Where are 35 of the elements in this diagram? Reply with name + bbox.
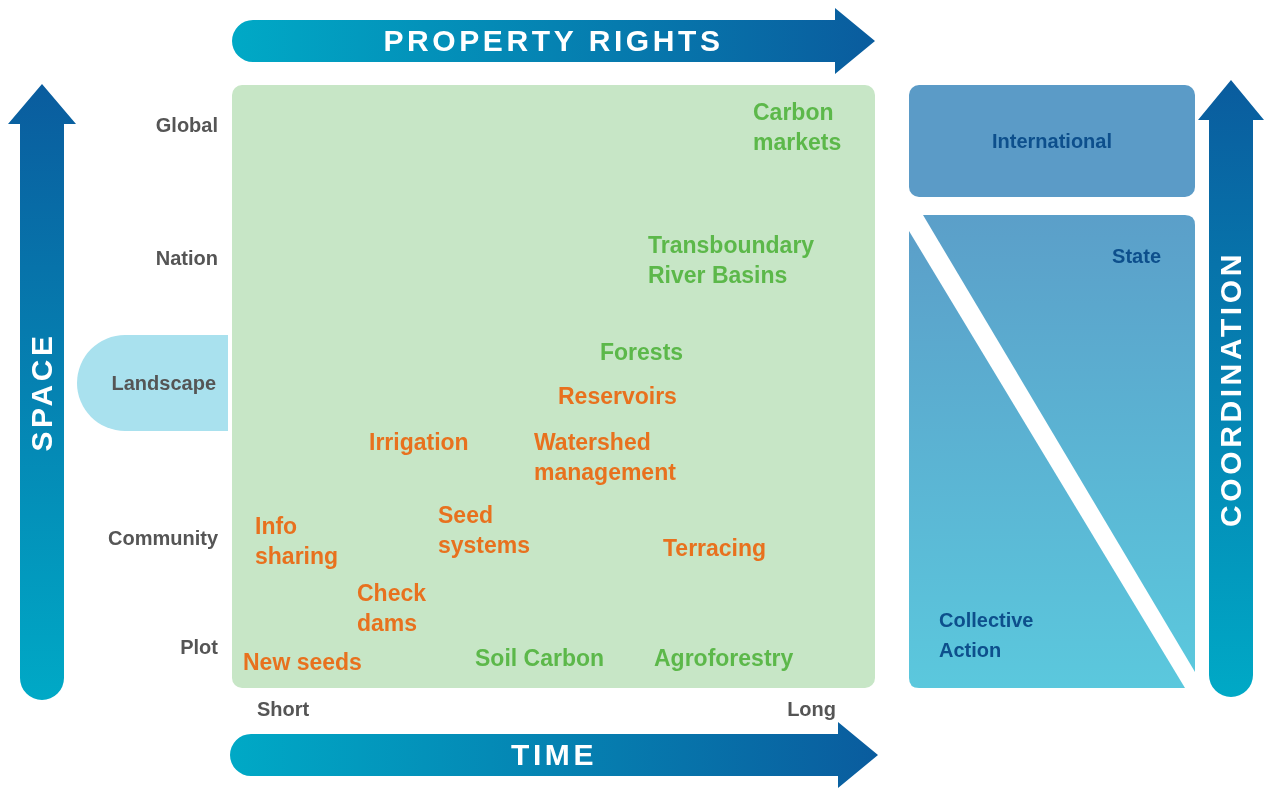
level-label: International (992, 129, 1112, 154)
item-text: New seeds (243, 648, 363, 677)
axis-label: Community (107, 526, 218, 551)
arrow-title: TIME (510, 740, 598, 770)
arrow-banner (230, 722, 878, 788)
item-text: Info sharing (255, 512, 340, 571)
level-label: State (1112, 244, 1161, 269)
tab-shape (77, 335, 228, 431)
axis-label: Plot (179, 635, 218, 660)
arrow-banner (8, 84, 76, 700)
item-text: Reservoirs (558, 382, 678, 411)
item-text: Terracing (663, 534, 768, 563)
item-text: Watershed management (534, 428, 677, 487)
axis-label: Short (257, 697, 311, 722)
item-text: Check dams (357, 579, 428, 638)
item-text: Seed systems (438, 501, 532, 560)
arrow-title: PROPERTY RIGHTS (383, 26, 724, 56)
level-label: Collective Action (939, 608, 1035, 663)
arrow-title: COORDINATION (1216, 250, 1246, 527)
item-text: Transboundary River Basins (648, 231, 816, 290)
item-text: Carbon markets (753, 98, 843, 157)
item-text: Agroforestry (654, 644, 795, 673)
item-text: Irrigation (369, 428, 470, 457)
level-box (909, 85, 1195, 197)
arrow-title: SPACE (27, 332, 57, 452)
axis-label: Landscape (111, 371, 216, 396)
arrow-banner (232, 8, 875, 74)
chart-panel (232, 85, 875, 688)
axis-label: Global (154, 113, 218, 138)
item-text: Soil Carbon (475, 644, 606, 673)
axis-label: Nation (154, 246, 218, 271)
arrow-banner (1198, 80, 1264, 697)
axis-label: Long (786, 697, 836, 722)
item-text: Forests (600, 338, 685, 367)
split-panel (909, 215, 1195, 688)
